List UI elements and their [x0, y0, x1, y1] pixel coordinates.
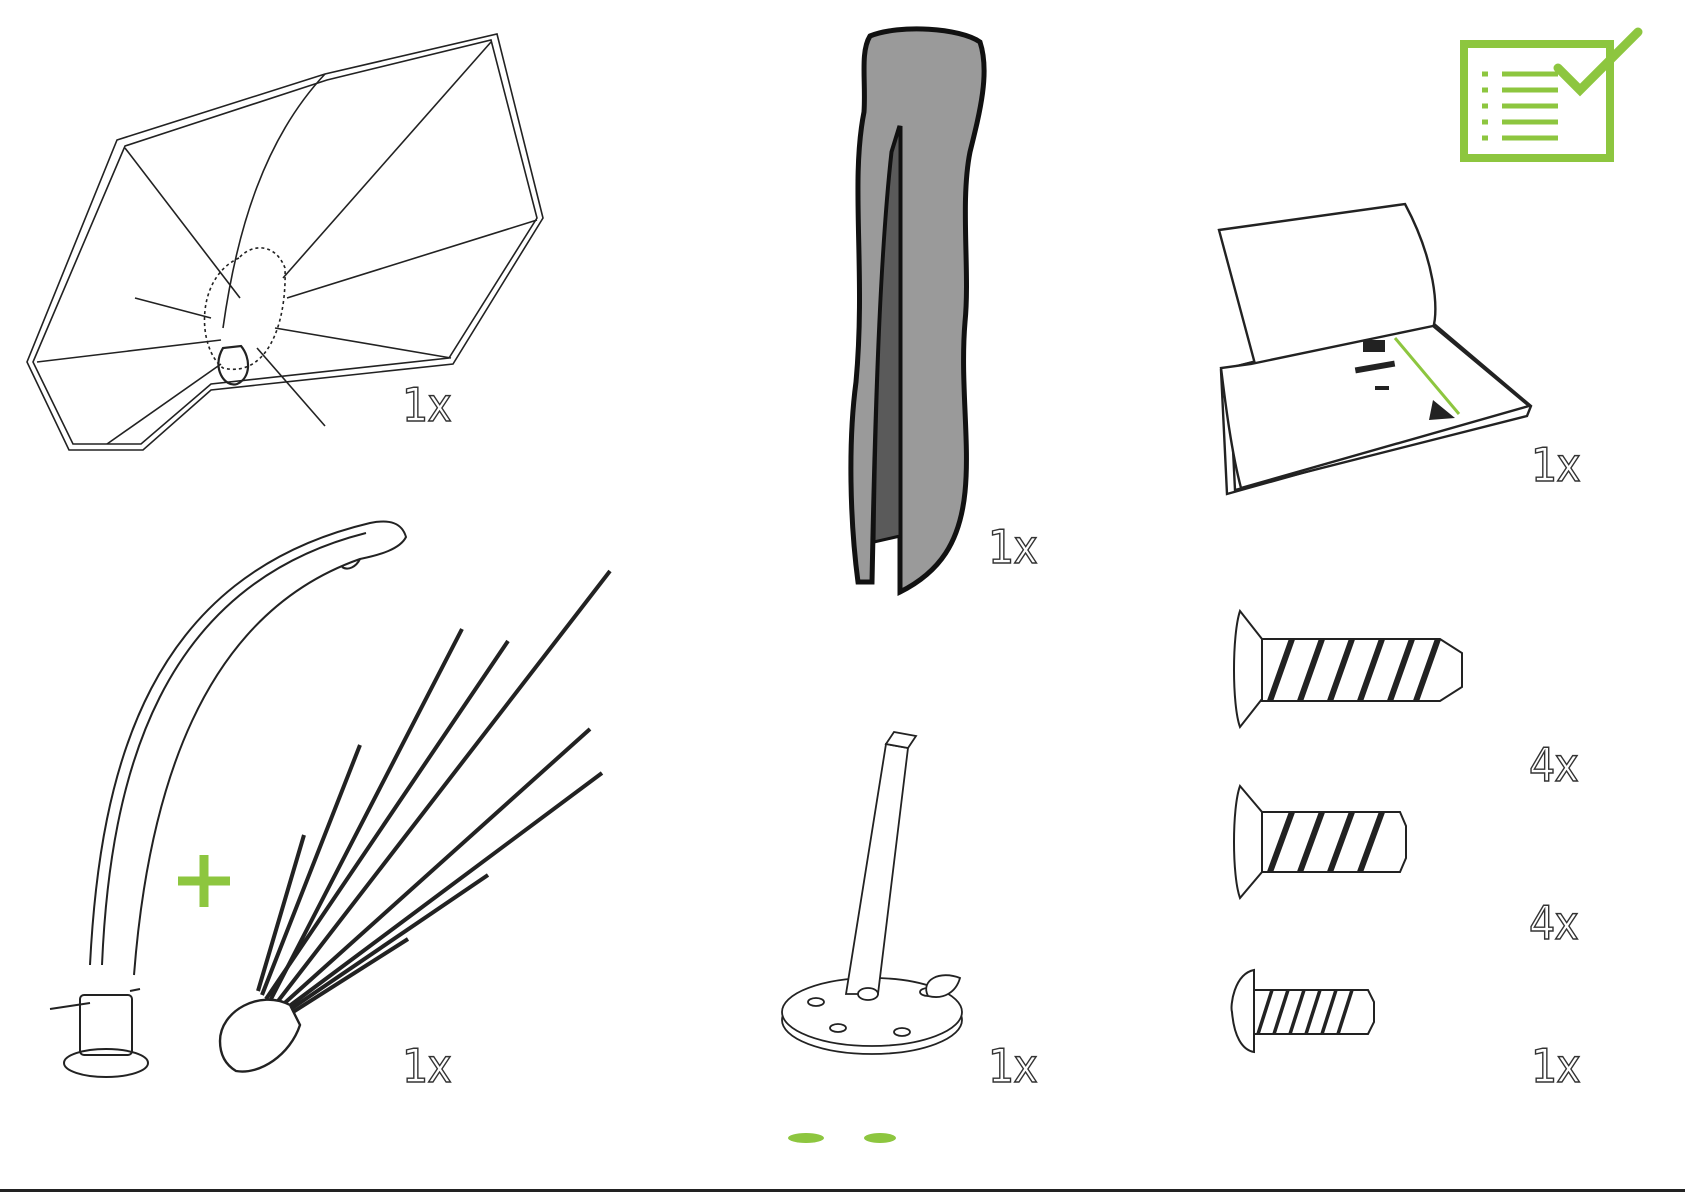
long-countersunk-screw-icon	[1230, 605, 1470, 735]
instruction-manual-icon	[1215, 200, 1535, 500]
base-plate-quantity: 1x	[988, 1043, 1037, 1089]
arm-and-ribs-icon	[30, 515, 650, 1085]
round-head-screw-icon	[1228, 966, 1378, 1056]
checklist-icon	[1460, 28, 1660, 178]
base-plate-icon	[780, 730, 1000, 1060]
long-screw-quantity: 4x	[1529, 742, 1578, 788]
arm-quantity: 1x	[402, 1043, 451, 1089]
manual-quantity: 1x	[1531, 442, 1580, 488]
canopy-quantity: 1x	[402, 382, 451, 428]
medium-screw-quantity: 4x	[1529, 900, 1578, 946]
medium-countersunk-screw-icon	[1230, 782, 1420, 902]
umbrella-canopy-icon	[25, 28, 545, 458]
small-screw-quantity: 1x	[1531, 1043, 1580, 1089]
green-mark-decoration	[780, 1130, 910, 1144]
protective-cover-icon	[820, 22, 1000, 602]
cover-quantity: 1x	[988, 524, 1037, 570]
